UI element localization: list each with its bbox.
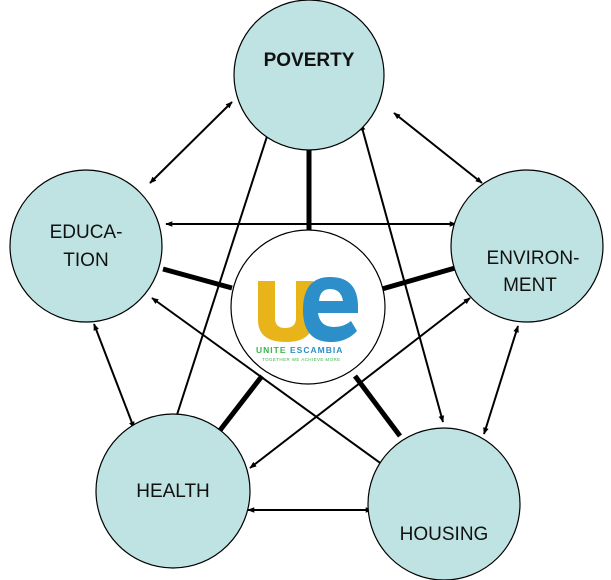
node-education: EDUCA- TION	[9, 169, 163, 323]
logo-wordmark-escambia: ESCAMBIA	[290, 345, 343, 355]
node-label-housing: HOUSING	[400, 524, 489, 545]
arrow-poverty-education	[149, 101, 233, 184]
logo-u-mark	[258, 281, 313, 342]
node-health: HEALTH	[95, 413, 251, 569]
node-label-health: HEALTH	[136, 481, 210, 502]
arrow-environment-housing	[483, 325, 519, 435]
node-label-environment-line2: MENT	[503, 275, 557, 296]
logo-e-mark	[303, 277, 358, 342]
node-environment: ENVIRON- MENT	[450, 169, 604, 323]
logo-wordmark-unite: UNITE	[256, 345, 287, 355]
node-housing: HOUSING	[367, 427, 521, 580]
connections	[93, 101, 519, 513]
spoke-housing	[353, 374, 402, 438]
spoke-environment	[381, 265, 456, 292]
spoke-health	[212, 374, 264, 440]
node-label-poverty: POVERTY	[264, 50, 355, 71]
arrow-poverty-environment	[393, 112, 483, 184]
logo-tagline: TOGETHER WE ACHIEVE MORE	[262, 357, 341, 362]
center-logo-node: UNITE ESCAMBIA TOGETHER WE ACHIEVE MORE	[230, 229, 386, 385]
node-poverty: POVERTY	[233, 0, 385, 151]
unite-escambia-logo: UNITE ESCAMBIA TOGETHER WE ACHIEVE MORE	[256, 277, 358, 362]
node-label-education-line2: TION	[63, 250, 108, 271]
node-label-environment-line1: ENVIRON-	[487, 248, 580, 269]
arrow-environment-health	[249, 297, 471, 469]
arrow-education-health	[93, 323, 135, 429]
node-label-education-line1: EDUCA-	[50, 222, 123, 243]
